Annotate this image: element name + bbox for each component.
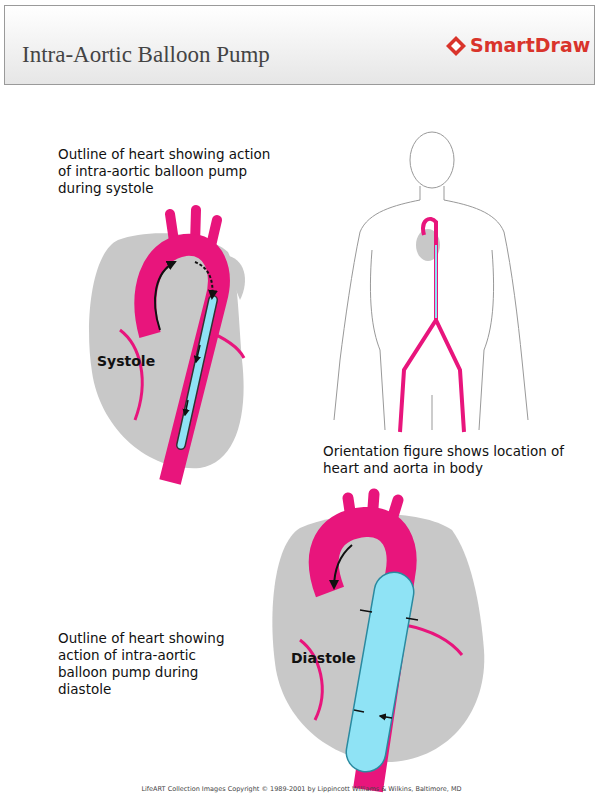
body-aorta (400, 219, 464, 432)
phase-label: Systole (97, 353, 187, 371)
logo-mark (446, 36, 466, 56)
caption-text: Outline of heart showing action of intra… (58, 630, 238, 698)
phase-label: Diastole (291, 650, 381, 668)
caption-text: Orientation figure shows location of hea… (323, 443, 568, 477)
heart-diastole (272, 494, 484, 790)
copyright-note: LifeART Collection Images Copyright © 19… (2, 785, 599, 793)
logo-text: SmartDraw (470, 34, 590, 58)
page-title: Intra-Aortic Balloon Pump (22, 42, 270, 68)
body-figure (334, 132, 528, 430)
heart-systole (89, 210, 245, 482)
caption-text: Outline of heart showing action of intra… (58, 146, 273, 197)
